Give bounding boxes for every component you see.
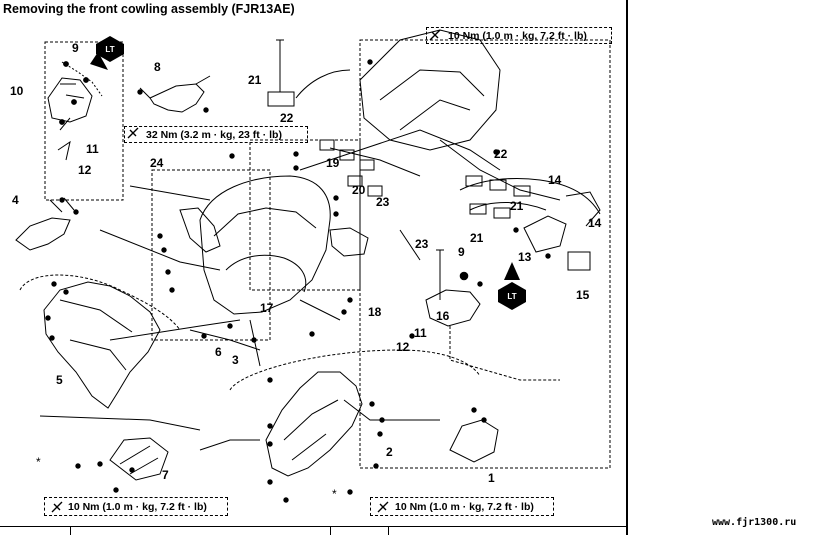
exploded-view-diagram: LT LT 1 2 3 4 5 6 7 8 9 9 10 11 xyxy=(10,29,611,513)
callout-12: 12 xyxy=(78,163,92,177)
table-tick xyxy=(388,526,389,535)
windshield-mount-outline xyxy=(151,169,271,341)
table-tick xyxy=(70,526,71,535)
table-tick xyxy=(330,526,331,535)
callout-21c: 21 xyxy=(470,231,484,245)
left-mirror xyxy=(179,207,221,253)
callout-13: 13 xyxy=(518,250,532,264)
bracket-panel-outline xyxy=(44,41,124,201)
torque-wrench-icon xyxy=(429,29,441,41)
torque-spec-middle: 32 Nm (3.2 m · kg, 23 ft · lb) xyxy=(146,129,282,141)
front-stay-frame xyxy=(359,29,501,151)
torque-spec-bottom-right: 10 Nm (1.0 m · kg, 7.2 ft · lb) xyxy=(395,501,534,513)
callout-15: 15 xyxy=(576,288,590,302)
part-8-cover xyxy=(149,83,205,113)
callout-4: 4 xyxy=(12,193,19,207)
callout-labels: 1 2 3 4 5 6 7 8 9 9 10 11 11 12 12 13 14… xyxy=(10,41,602,501)
part-1-cover xyxy=(449,419,499,463)
part-4-side-cover xyxy=(15,217,71,251)
callout-11b: 11 xyxy=(414,326,427,340)
page-title: Removing the front cowling assembly (FJR… xyxy=(3,2,295,16)
callout-17: 17 xyxy=(260,301,274,315)
torque-box-bottom-right xyxy=(370,497,554,516)
part-16-bracket xyxy=(425,289,481,327)
asterisk-left: * xyxy=(36,455,41,469)
callout-10: 10 xyxy=(10,84,24,98)
callout-22b: 22 xyxy=(494,147,508,161)
asterisk-right: * xyxy=(332,487,337,501)
part-15-unit xyxy=(567,251,591,271)
bottom-rule xyxy=(0,526,628,527)
svg-text:LT: LT xyxy=(105,45,114,54)
callout-20: 20 xyxy=(352,183,366,197)
right-mirror xyxy=(329,227,369,257)
callout-23b: 23 xyxy=(415,237,429,251)
callout-21: 21 xyxy=(248,73,262,87)
callout-16: 16 xyxy=(436,309,450,323)
part-2-lower-cowl xyxy=(265,371,363,477)
callout-23: 23 xyxy=(376,195,390,209)
torque-spec-top: 10 Nm (1.0 m · kg, 7.2 ft · lb) xyxy=(448,30,587,42)
frame-area-outline xyxy=(359,39,611,469)
torque-spec-bottom-left: 10 Nm (1.0 m · kg, 7.2 ft · lb) xyxy=(68,501,207,513)
callout-14b: 14 xyxy=(588,216,602,230)
callout-24: 24 xyxy=(150,156,164,170)
callout-2: 2 xyxy=(386,445,393,459)
callout-14: 14 xyxy=(548,173,562,187)
callout-11: 11 xyxy=(86,142,99,156)
torque-box-middle xyxy=(124,126,308,143)
torque-wrench-icon xyxy=(51,501,63,513)
locktite-marker-right: LT xyxy=(498,262,526,310)
callout-19: 19 xyxy=(326,156,340,170)
mirror-bracket-part xyxy=(47,77,93,123)
callout-21b: 21 xyxy=(510,199,524,213)
torque-wrench-icon xyxy=(377,501,389,513)
part-13-relay xyxy=(523,215,567,253)
torque-box-top xyxy=(426,27,612,44)
callout-6: 6 xyxy=(215,345,222,359)
torque-box-bottom-left xyxy=(44,497,228,516)
part-7-inner-panel xyxy=(109,437,169,481)
callout-1: 1 xyxy=(488,471,495,485)
part-5-side-cowl xyxy=(43,281,161,409)
callout-3: 3 xyxy=(232,353,239,367)
callout-22: 22 xyxy=(280,111,294,125)
diagram-frame: Removing the front cowling assembly (FJR… xyxy=(0,0,628,535)
watermark: www.fjr1300.ru xyxy=(712,517,797,528)
svg-text:LT: LT xyxy=(507,292,516,301)
locktite-marker-top: LT xyxy=(90,36,124,70)
callout-12b: 12 xyxy=(396,340,410,354)
callout-7: 7 xyxy=(162,468,169,482)
windshield xyxy=(199,175,331,315)
callout-5: 5 xyxy=(56,373,63,387)
torque-wrench-icon xyxy=(127,127,139,139)
callout-9: 9 xyxy=(72,41,79,55)
callout-9b: 9 xyxy=(458,245,465,259)
callout-8: 8 xyxy=(154,60,161,74)
part-21-connector xyxy=(267,91,295,107)
callout-18: 18 xyxy=(368,305,382,319)
